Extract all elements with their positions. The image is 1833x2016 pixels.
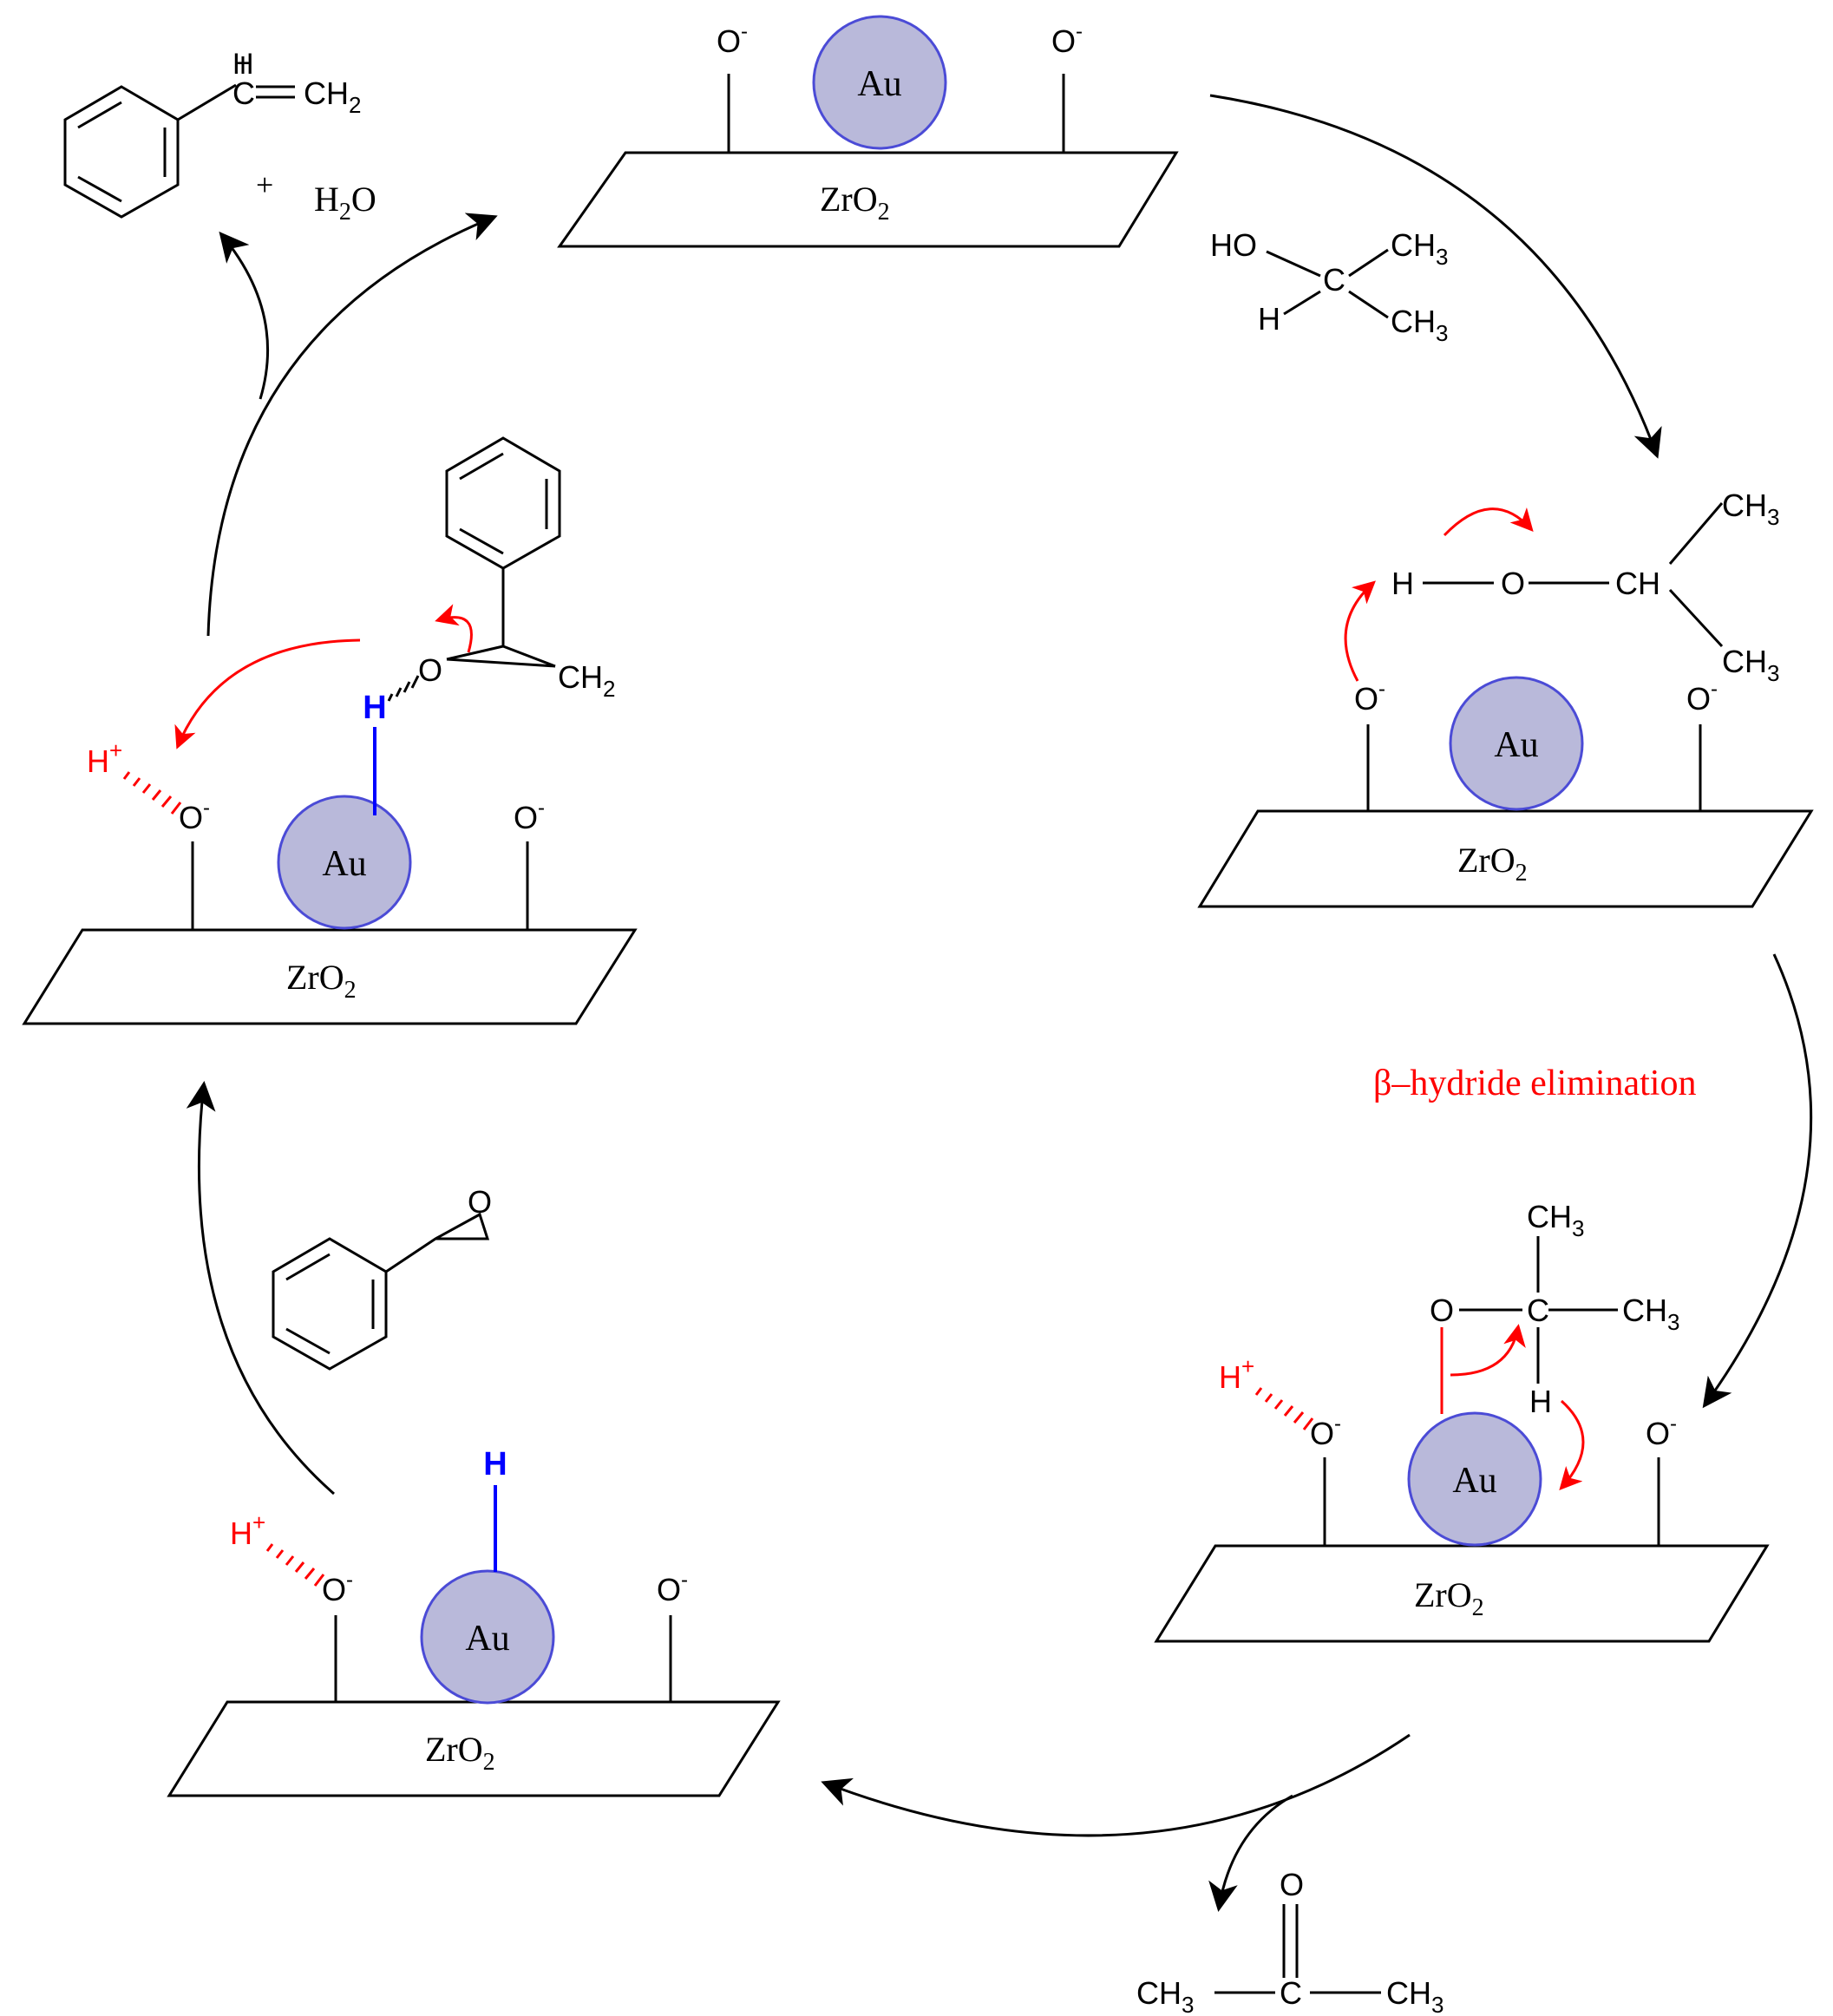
water: H2O [314, 180, 376, 226]
o-minus-label: O- [717, 20, 748, 59]
svg-text:Au: Au [1494, 725, 1538, 765]
hydrogen-bond-hash [387, 675, 420, 702]
arrow-acetone-release [1208, 1794, 1293, 1912]
o-minus-label: O- [179, 796, 210, 835]
svg-text:CH3: CH3 [1136, 1975, 1194, 2016]
arrow-left-to-top [206, 213, 498, 637]
svg-text:CH3: CH3 [1722, 644, 1779, 686]
o-minus-label: O- [1051, 20, 1083, 59]
svg-text:H: H [1391, 566, 1414, 601]
hashed-bond [265, 1543, 325, 1587]
svg-text:ZrO2: ZrO2 [1414, 1575, 1484, 1621]
o-minus-label: O- [322, 1568, 353, 1607]
svg-text:O: O [1501, 566, 1525, 601]
svg-text:Au: Au [465, 1619, 509, 1659]
hydride-label: H [483, 1446, 507, 1483]
au-label: Au [857, 64, 901, 104]
svg-text:HO: HO [1210, 227, 1257, 263]
zro2-slab [167, 1700, 781, 1797]
isopropanol-molecule: HO H C CH3 CH3 [1210, 227, 1448, 346]
red-arrow-h-au [1559, 1399, 1585, 1490]
svg-text:CH2: CH2 [558, 659, 615, 702]
svg-text:H: H [1258, 301, 1280, 337]
svg-text:CH3: CH3 [1391, 227, 1448, 270]
red-arrow-oh [1443, 507, 1534, 537]
svg-text:H: H [1529, 1384, 1552, 1419]
red-arrow-proton-transfer [174, 638, 361, 749]
au-particle [812, 15, 947, 150]
panel-lower-right: ZrO2 O- O- Au H+ O C H CH3 CH3 [1154, 1199, 1770, 1643]
hashed-bond [1254, 1387, 1314, 1430]
au-particle [1449, 676, 1584, 811]
svg-text:CH: CH [1615, 566, 1660, 601]
hydride-label: H [363, 690, 386, 726]
panel-left: ZrO2 O- O- Au H H+ O CH2 [22, 436, 638, 1025]
hashed-bond [122, 771, 182, 815]
styrene-h: H [232, 48, 254, 81]
arrow-bottom-left-to-left [186, 1081, 335, 1496]
red-arrow-o-c [1450, 1324, 1526, 1377]
svg-text:Au: Au [1452, 1461, 1496, 1501]
svg-text:C: C [1323, 262, 1345, 298]
svg-text:CH2: CH2 [304, 75, 361, 118]
svg-text:CH3: CH3 [1391, 304, 1448, 346]
svg-text:CH3: CH3 [1386, 1975, 1443, 2016]
svg-text:C: C [232, 75, 255, 111]
panel-top: ZrO2 O- O- Au [557, 15, 1179, 248]
red-arrow-o-minus [1344, 580, 1376, 682]
au-particle [420, 1569, 555, 1705]
svg-text:CH3: CH3 [1622, 1293, 1679, 1335]
au-particle [1407, 1411, 1542, 1547]
svg-text:C: C [1527, 1293, 1549, 1328]
o-minus-label: O- [1310, 1412, 1341, 1451]
proton-label: H+ [230, 1509, 265, 1551]
o-minus-label: O- [514, 796, 545, 835]
svg-text:C: C [1280, 1975, 1302, 2011]
svg-text:Au: Au [322, 844, 366, 884]
svg-text:O: O [468, 1184, 492, 1220]
beta-hydride-elimination-label: β–hydride elimination [1373, 1064, 1696, 1103]
arrow-right-to-lower-right [1702, 953, 1813, 1409]
proton-label: H+ [1219, 1353, 1254, 1395]
cycle-arrows [186, 94, 1813, 1912]
styrene-molecule [63, 56, 295, 219]
o-minus-label: O- [1646, 1412, 1677, 1451]
zro2-slab [22, 928, 638, 1025]
zro2-slab [1197, 809, 1814, 908]
styrene-oxide-molecule [272, 1212, 490, 1371]
plus-sign: + [256, 167, 273, 202]
o-minus-label: O- [657, 1568, 688, 1607]
arrow-styrene-release [219, 231, 270, 400]
acetone-molecule: O C CH3 CH3 [1136, 1867, 1443, 2016]
svg-text:O: O [418, 652, 442, 688]
svg-text:ZrO2: ZrO2 [425, 1730, 495, 1776]
svg-text:O: O [1430, 1293, 1454, 1328]
o-minus-label: O- [1354, 677, 1385, 717]
panel-bottom-left: ZrO2 O- O- Au H H+ [167, 1446, 781, 1797]
arrow-top-to-right [1209, 94, 1662, 459]
o-minus-label: O- [1686, 677, 1718, 717]
panel-right: ZrO2 O- O- Au H O CH CH3 CH3 [1197, 488, 1814, 908]
svg-text:CH3: CH3 [1527, 1199, 1584, 1241]
arrow-lower-right-to-bottom-left [821, 1733, 1411, 1837]
red-arrow-epoxide-o [435, 604, 473, 653]
zro2-slab [1154, 1544, 1770, 1643]
svg-text:O: O [1280, 1867, 1304, 1902]
svg-text:ZrO2: ZrO2 [1457, 841, 1528, 887]
svg-text:CH3: CH3 [1722, 488, 1779, 530]
proton-label: H+ [87, 737, 122, 779]
svg-text:ZrO2: ZrO2 [820, 180, 890, 226]
svg-text:ZrO2: ZrO2 [286, 958, 357, 1004]
au-particle [277, 795, 412, 930]
zro2-slab [557, 151, 1179, 248]
